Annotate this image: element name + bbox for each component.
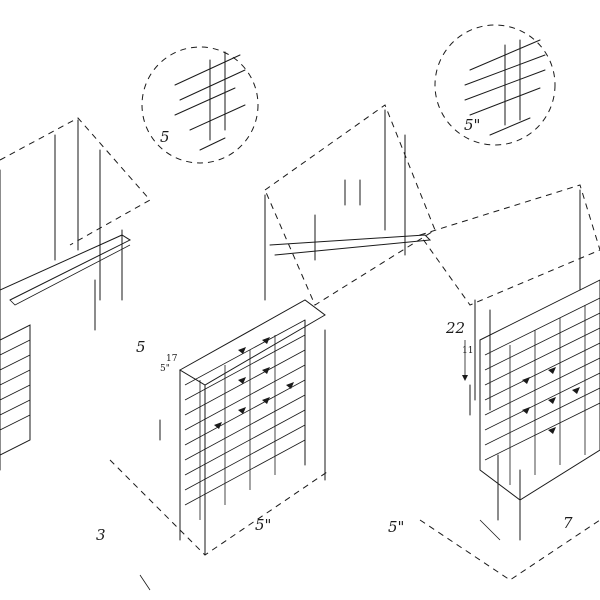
center-shelf-unit (109, 104, 436, 556)
dim-label-mid-left-sub2: 5" (160, 364, 170, 374)
detail-right-label: 5" (464, 116, 480, 134)
detail-circle-right: 5" (434, 24, 556, 146)
dim-label-mid-right: 22 (445, 319, 465, 337)
left-weave-panel (0, 324, 31, 456)
dim-label-mid-left-sub: 17 (166, 354, 178, 364)
right-shelf-unit (419, 184, 600, 581)
dim-label-bottom-right: 7 (563, 514, 573, 532)
dim-label-bottom-center-right: 5" (388, 518, 404, 536)
detail-left-label: 5 (160, 128, 170, 146)
dim-label-bottom-left: 3 (96, 526, 106, 544)
detail-circle-left: 5 (141, 46, 259, 164)
center-weave-panel (179, 299, 326, 520)
dim-label-bottom-center-left: 5" (255, 516, 271, 534)
dim-label-mid-left: 5 (136, 338, 146, 356)
left-shelf-unit (0, 117, 151, 471)
right-weave-panel (479, 279, 600, 501)
dimension-ticks (139, 340, 501, 591)
dim-label-mid-right-sub: 11 (462, 346, 473, 356)
